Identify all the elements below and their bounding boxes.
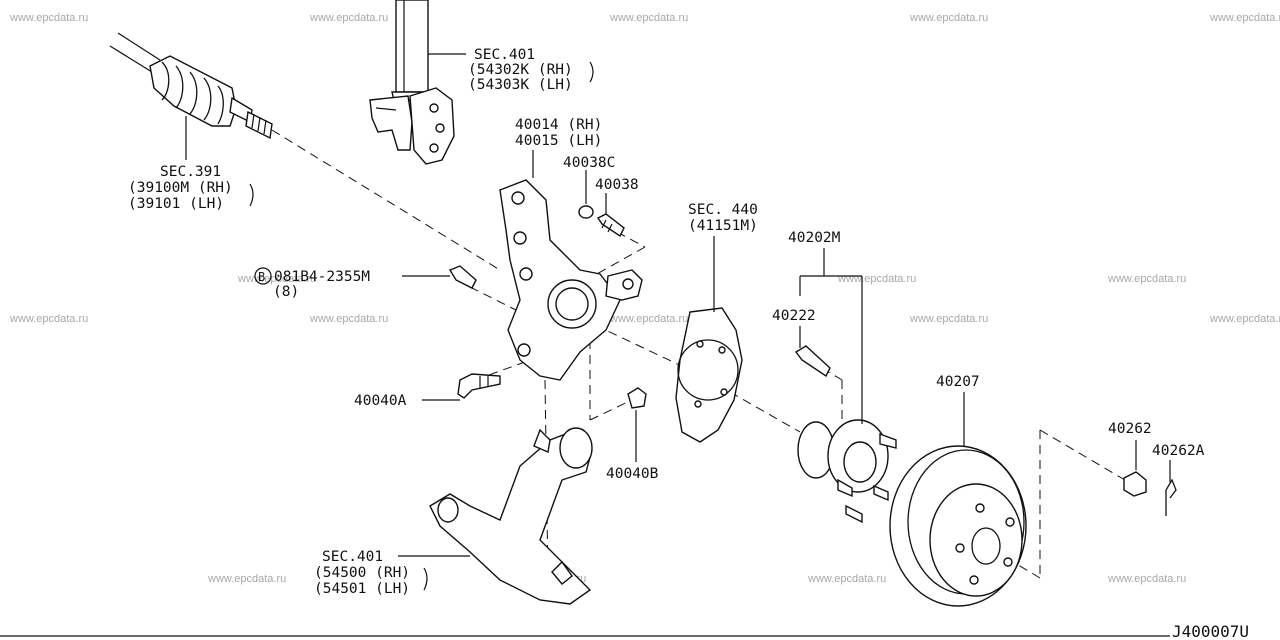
label-40038c: 40038C [563,155,615,171]
dust-cover-part [675,307,743,443]
label-40040b: 40040B [606,466,659,482]
bolt-symbol-letter: B [258,270,265,284]
label-arm-lh: (54501 (LH) [314,581,410,597]
label-40262a: 40262A [1152,443,1205,459]
assembly-axis-lines [271,129,1126,581]
watermark-text: www.epcdata.ru [909,313,988,325]
bolt-symbol-circle [254,267,272,285]
label-strut-sec401: SEC.401 [474,47,535,63]
label-40040a: 40040A [354,393,407,409]
hub-nut-and-cotter-pin [1123,471,1177,516]
watermark-text: www.epcdata.ru [237,273,316,285]
watermark-text: www.epcdata.ru [309,12,388,24]
label-knuckle-lh: 40015 (LH) [515,133,602,149]
label-dust-cover-sec440: SEC. 440 [688,202,758,218]
watermark-text: www.epcdata.ru [9,313,88,325]
watermark-text: www.epcdata.ru [807,573,886,585]
label-arm-sec401: SEC.401 [322,549,383,565]
watermark-text: www.epcdata.ru [837,273,916,285]
watermark-text: www.epcdata.ru [609,313,688,325]
label-40222: 40222 [772,308,816,324]
label-driveshaft-rh: (39100M (RH) [128,180,233,196]
callout-labels: SEC.401 (54302K (RH) (54303K (LH) SEC.39… [128,47,1249,640]
label-dust-cover-code: (41151M) [688,218,758,234]
label-strut-rh: (54302K (RH) [468,62,573,78]
watermark-text: www.epcdata.ru [1107,273,1186,285]
label-40262: 40262 [1108,421,1152,437]
watermark-text: www.epcdata.ru [309,313,388,325]
brake-rotor-part [889,445,1027,607]
label-40038: 40038 [595,177,639,193]
knuckle-small-parts [448,205,647,409]
watermark-text: www.epcdata.ru [207,573,286,585]
watermark-text: www.epcdata.ru [609,12,688,24]
label-40202m: 40202M [788,230,841,246]
watermark-text: www.epcdata.ru [9,12,88,24]
label-driveshaft-sec391: SEC.391 [160,164,221,180]
label-knuckle-rh: 40014 (RH) [515,117,602,133]
label-40207: 40207 [936,374,980,390]
diagram-code: J400007U [1172,622,1249,640]
leader-lines [0,53,1171,637]
hub-bearing-part [794,345,897,524]
label-bolt-code: 081B4-2355M [274,269,370,285]
lower-control-arm-part [429,427,593,605]
steering-knuckle-part [499,179,643,381]
watermark-text: www.epcdata.ru [909,12,988,24]
label-arm-rh: (54500 (RH) [314,565,410,581]
label-bolt-qty: (8) [273,284,299,300]
label-strut-lh: (54303K (LH) [468,77,573,93]
watermark-text: www.epcdata.ru [1107,573,1186,585]
drive-shaft-part [109,32,273,140]
watermark-text: www.epcdata.ru [1209,12,1280,24]
watermark-text: www.epcdata.ru [1209,313,1280,325]
strut-part [369,0,455,165]
label-driveshaft-lh: (39101 (LH) [128,196,224,212]
